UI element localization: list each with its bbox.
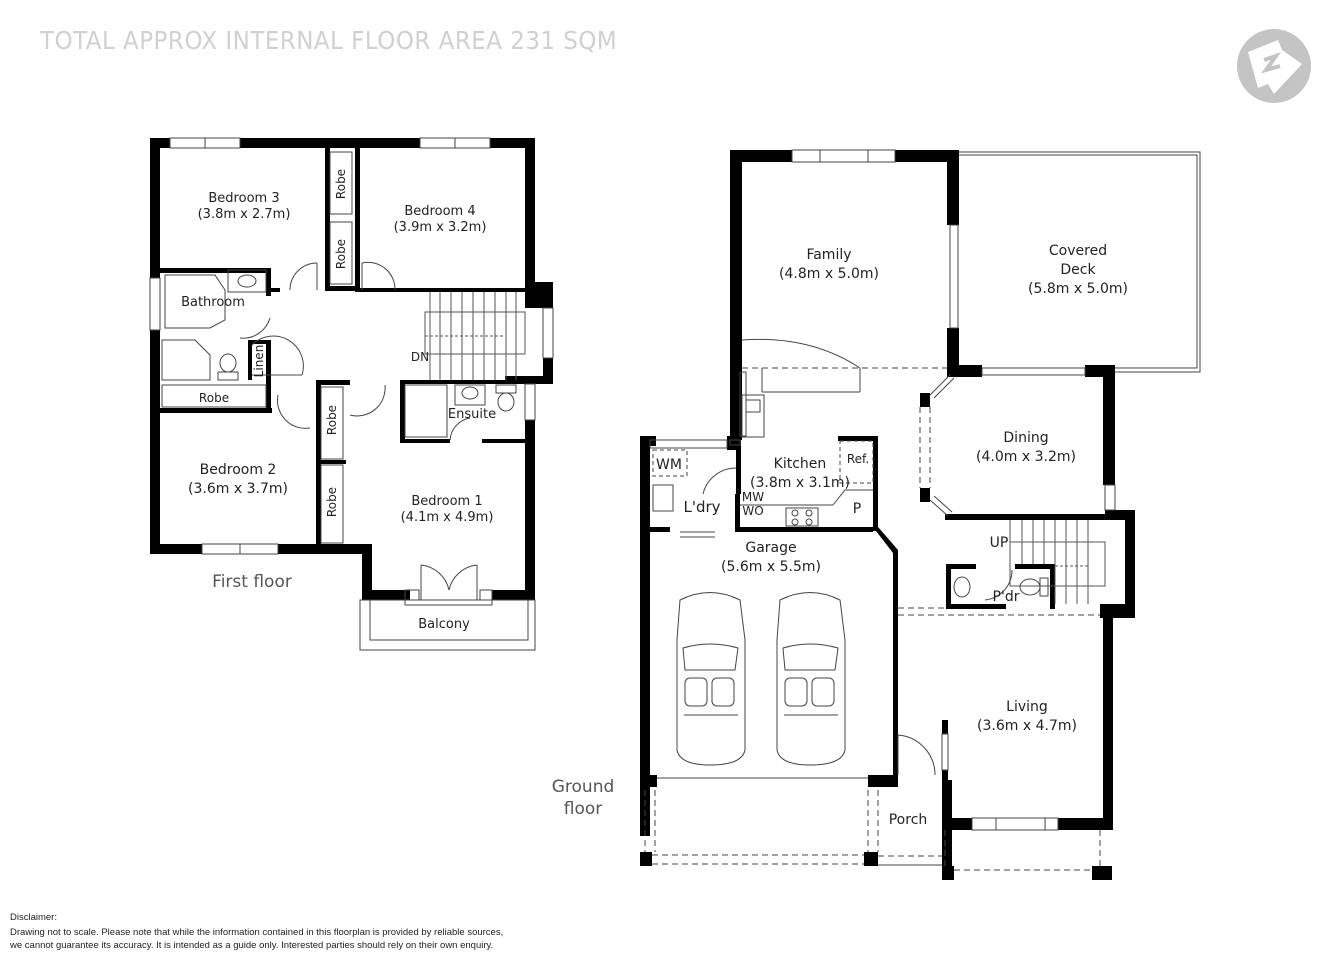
wall-oven-label: WO xyxy=(742,504,764,518)
compass-north-icon xyxy=(1237,29,1311,103)
room-bathroom: Bathroom xyxy=(181,295,245,311)
car-2-icon xyxy=(776,592,846,766)
room-laundry: L'dry xyxy=(683,498,721,516)
ground-floor-label-line1: Ground xyxy=(551,777,615,797)
room-dims: (3.6m x 4.7m) xyxy=(977,718,1077,734)
room-porch: Porch xyxy=(888,812,928,828)
room-dims: (3.8m x 2.7m) xyxy=(197,207,291,222)
room-name: Covered xyxy=(1048,243,1108,259)
room-dims: (5.6m x 5.5m) xyxy=(721,559,821,575)
fridge-label: Ref. xyxy=(846,452,870,466)
room-dims: (4.8m x 5.0m) xyxy=(779,266,879,282)
room-dims: (5.8m x 5.0m) xyxy=(1028,281,1128,297)
car-1-icon xyxy=(676,592,746,766)
room-bedroom-4: Bedroom 4 (3.9m x 3.2m) xyxy=(394,204,487,236)
room-name: Dining xyxy=(1003,430,1049,446)
stairs-up-label: UP xyxy=(989,535,1009,551)
microwave-label: MW xyxy=(741,490,765,504)
floor-area-title: TOTAL APPROX INTERNAL FLOOR AREA 231 SQM xyxy=(40,26,618,55)
room-ensuite: Ensuite xyxy=(448,407,496,423)
pantry-label: P xyxy=(852,501,862,517)
robe-label: Robe xyxy=(325,404,339,436)
room-name: Bathroom xyxy=(181,295,245,310)
room-name: Garage xyxy=(745,540,797,556)
room-powder: P'dr xyxy=(992,589,1020,605)
room-dims: (3.8m x 3.1m) xyxy=(750,475,850,491)
room-name: Bedroom 1 xyxy=(411,494,483,509)
washing-machine-label: WM xyxy=(656,457,682,473)
stairs-down-label: DN xyxy=(410,350,430,364)
room-name: Kitchen xyxy=(773,456,827,472)
room-name: Living xyxy=(1006,699,1048,715)
room-dims: (3.9m x 3.2m) xyxy=(393,220,487,235)
room-garage: Garage (5.6m x 5.5m) xyxy=(721,539,821,577)
first-floor-walls xyxy=(150,138,553,600)
room-bedroom-3: Bedroom 3 (3.8m x 2.7m) xyxy=(198,191,291,223)
robe-label: Robe xyxy=(325,486,339,518)
room-bedroom-2: Bedroom 2 (3.6m x 3.7m) xyxy=(188,461,288,499)
room-family: Family (4.8m x 5.0m) xyxy=(779,246,879,284)
disclaimer-line-2: we cannot guarantee its accuracy. It is … xyxy=(10,940,494,951)
room-name: Family xyxy=(806,247,852,263)
ground-floor-label-line2: floor xyxy=(563,799,603,819)
disclaimer-heading: Disclaimer: xyxy=(10,912,57,923)
room-kitchen: Kitchen (3.8m x 3.1m) xyxy=(750,455,850,493)
room-dims: (3.6m x 3.7m) xyxy=(188,481,288,497)
room-name: Bedroom 3 xyxy=(208,191,280,206)
linen-label: Linen xyxy=(252,344,266,378)
room-name: Bedroom 2 xyxy=(199,462,277,478)
room-name: Balcony xyxy=(418,617,470,632)
room-balcony: Balcony xyxy=(418,617,470,633)
room-name: Ensuite xyxy=(447,407,497,422)
robe-label: Robe xyxy=(334,168,348,200)
room-name-line2: Deck xyxy=(1060,262,1096,278)
room-name: Bedroom 4 xyxy=(404,204,476,219)
room-dims: (4.0m x 3.2m) xyxy=(976,449,1076,465)
disclaimer: Disclaimer: Drawing not to scale. Please… xyxy=(10,911,503,952)
room-covered-deck: Covered Deck (5.8m x 5.0m) xyxy=(1028,242,1128,299)
ground-floor-label: Ground floor xyxy=(552,776,615,820)
disclaimer-line-1: Drawing not to scale. Please note that w… xyxy=(10,927,504,938)
robe-label: Robe xyxy=(198,391,230,405)
room-dining: Dining (4.0m x 3.2m) xyxy=(976,429,1076,467)
room-living: Living (3.6m x 4.7m) xyxy=(977,698,1077,736)
room-dims: (4.1m x 4.9m) xyxy=(400,510,494,525)
robe-label: Robe xyxy=(334,238,348,270)
first-floor-label: First floor xyxy=(212,572,292,592)
room-bedroom-1: Bedroom 1 (4.1m x 4.9m) xyxy=(401,494,494,526)
